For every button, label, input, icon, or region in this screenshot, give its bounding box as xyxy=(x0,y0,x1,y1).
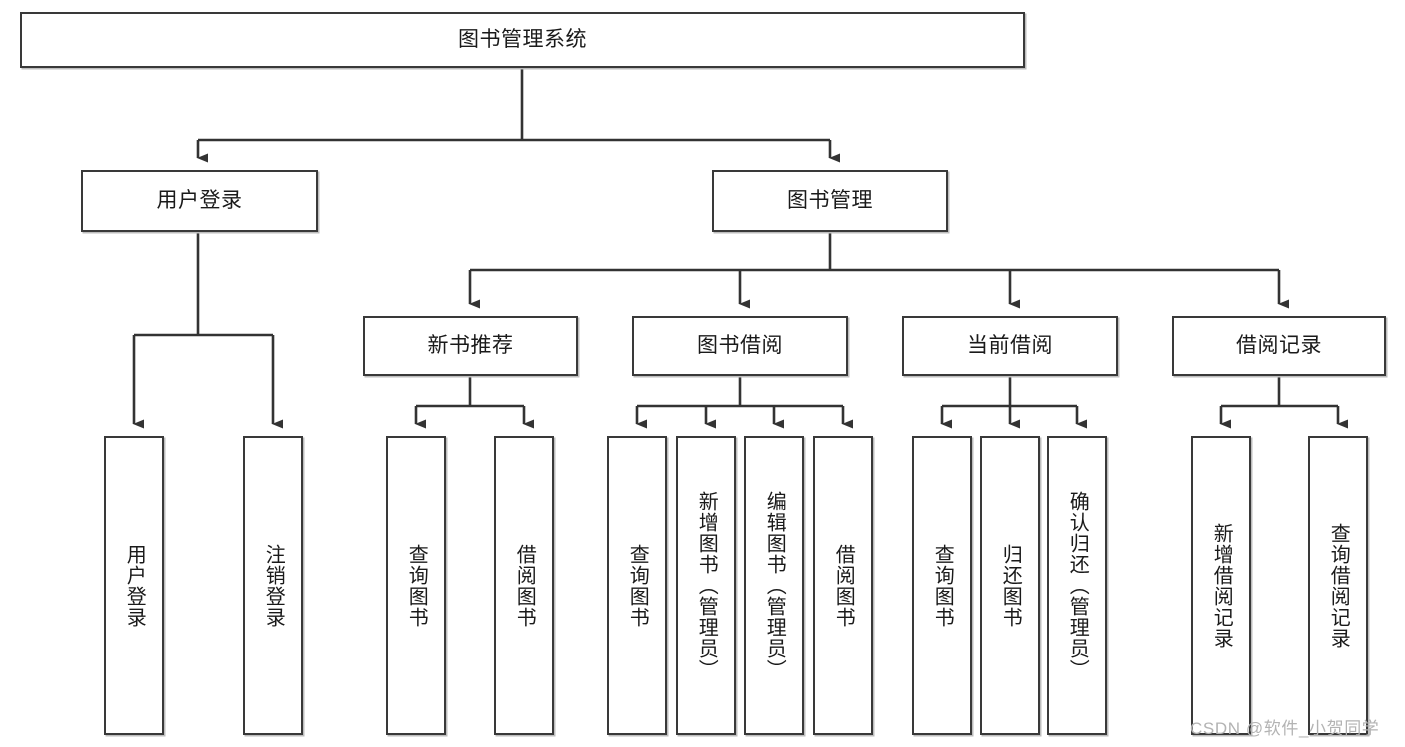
node-label: 查询图书 xyxy=(405,543,428,628)
leaf-query-book-current[interactable]: 查询图书 xyxy=(912,436,972,735)
leaf-query-borrow-record[interactable]: 查询借阅记录 xyxy=(1308,436,1368,735)
node-label: 归还图书 xyxy=(999,543,1022,628)
node-label: 用户登录 xyxy=(123,543,146,628)
leaf-return-book[interactable]: 归还图书 xyxy=(980,436,1040,735)
node-label: 注销登录 xyxy=(262,543,285,628)
node-book-management[interactable]: 图书管理 xyxy=(712,170,948,232)
leaf-query-book-recommend[interactable]: 查询图书 xyxy=(386,436,446,735)
node-current-borrow[interactable]: 当前借阅 xyxy=(902,316,1118,376)
edges-book-borrow-to-leaves xyxy=(635,376,853,429)
node-label: 新增图书（管理员） xyxy=(695,491,718,680)
node-book-borrow[interactable]: 图书借阅 xyxy=(632,316,848,376)
leaf-edit-book[interactable]: 编辑图书（管理员） xyxy=(744,436,804,735)
edges-new-book-recommend-to-leaves xyxy=(414,376,534,429)
node-user-login[interactable]: 用户登录 xyxy=(81,170,318,232)
leaf-logout-login[interactable]: 注销登录 xyxy=(243,436,303,735)
csdn-watermark: CSDN @软件_小贺同学 xyxy=(1190,719,1380,738)
edges-current-borrow-to-leaves xyxy=(940,376,1087,429)
node-label: 图书管理 xyxy=(787,189,873,213)
leaf-confirm-return[interactable]: 确认归还（管理员） xyxy=(1047,436,1107,735)
node-book-management-system[interactable]: 图书管理系统 xyxy=(20,12,1025,68)
edges-borrow-record-to-leaves xyxy=(1219,376,1348,429)
node-label: 确认归还（管理员） xyxy=(1066,491,1089,680)
node-new-book-recommend[interactable]: 新书推荐 xyxy=(363,316,578,376)
node-label: 借阅记录 xyxy=(1236,334,1322,358)
edges-root-to-level2 xyxy=(196,68,840,163)
leaf-user-login[interactable]: 用户登录 xyxy=(104,436,164,735)
node-borrow-record[interactable]: 借阅记录 xyxy=(1172,316,1386,376)
leaf-borrow-book[interactable]: 借阅图书 xyxy=(813,436,873,735)
node-label: 查询图书 xyxy=(626,543,649,628)
node-label: 当前借阅 xyxy=(967,334,1053,358)
leaf-add-borrow-record[interactable]: 新增借阅记录 xyxy=(1191,436,1251,735)
edges-book-management-to-level3 xyxy=(468,232,1289,309)
node-label: 新书推荐 xyxy=(427,334,514,358)
node-label: 图书管理系统 xyxy=(458,28,587,52)
node-label: 查询借阅记录 xyxy=(1327,522,1350,649)
node-label: 借阅图书 xyxy=(832,543,855,628)
node-label: 图书借阅 xyxy=(697,334,783,358)
leaf-borrow-book-recommend[interactable]: 借阅图书 xyxy=(494,436,554,735)
edges-user-login-to-leaves xyxy=(132,232,283,429)
node-label: 编辑图书（管理员） xyxy=(763,491,786,680)
leaf-add-book[interactable]: 新增图书（管理员） xyxy=(676,436,736,735)
node-label: 借阅图书 xyxy=(513,543,536,628)
node-label: 新增借阅记录 xyxy=(1210,522,1233,649)
leaf-query-book-borrow[interactable]: 查询图书 xyxy=(607,436,667,735)
node-label: 查询图书 xyxy=(931,543,954,628)
node-label: 用户登录 xyxy=(156,189,243,213)
